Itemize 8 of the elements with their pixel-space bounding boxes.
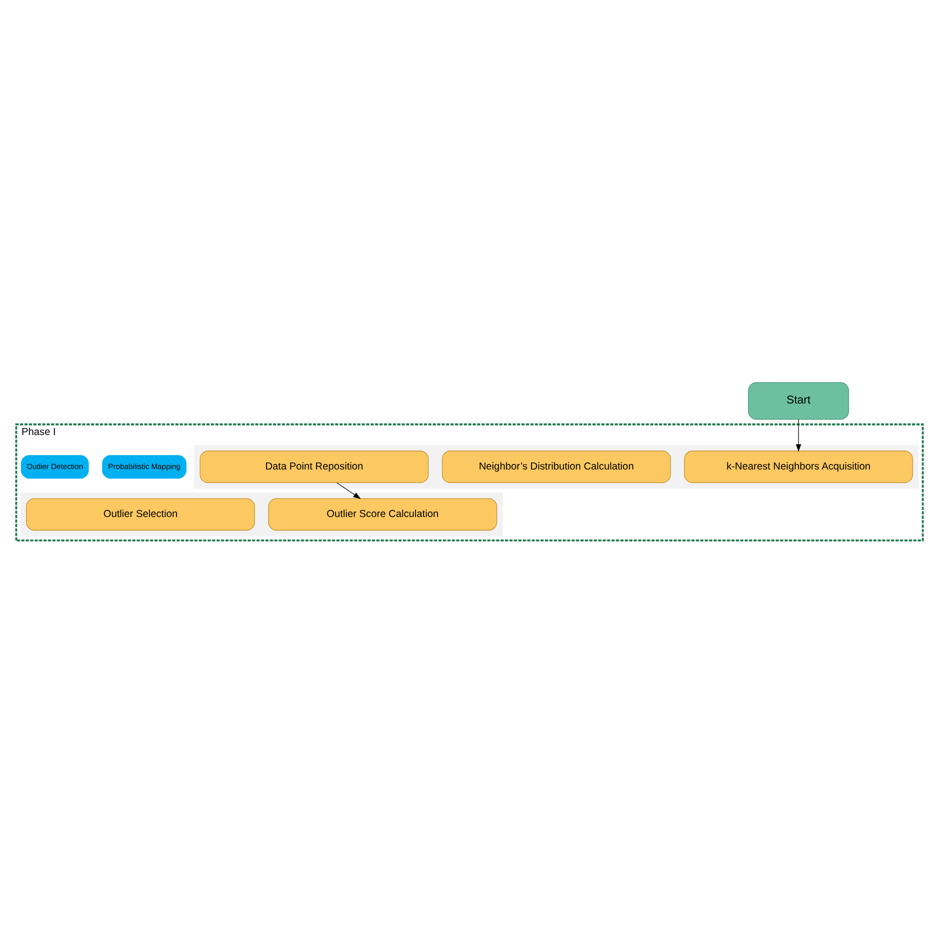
node-box: k-Nearest Neighbors Acquisition: [684, 450, 913, 483]
arrow: [796, 418, 802, 452]
node-box: Neighbor’s Distribution Calculation: [442, 450, 671, 483]
node-box: Outlier Selection: [26, 498, 255, 530]
node-box: Data Point Reposition: [200, 450, 429, 483]
arrow: [336, 482, 361, 499]
node-box: Outlier Score Calculation: [268, 498, 498, 530]
node-box: Start: [748, 382, 849, 420]
